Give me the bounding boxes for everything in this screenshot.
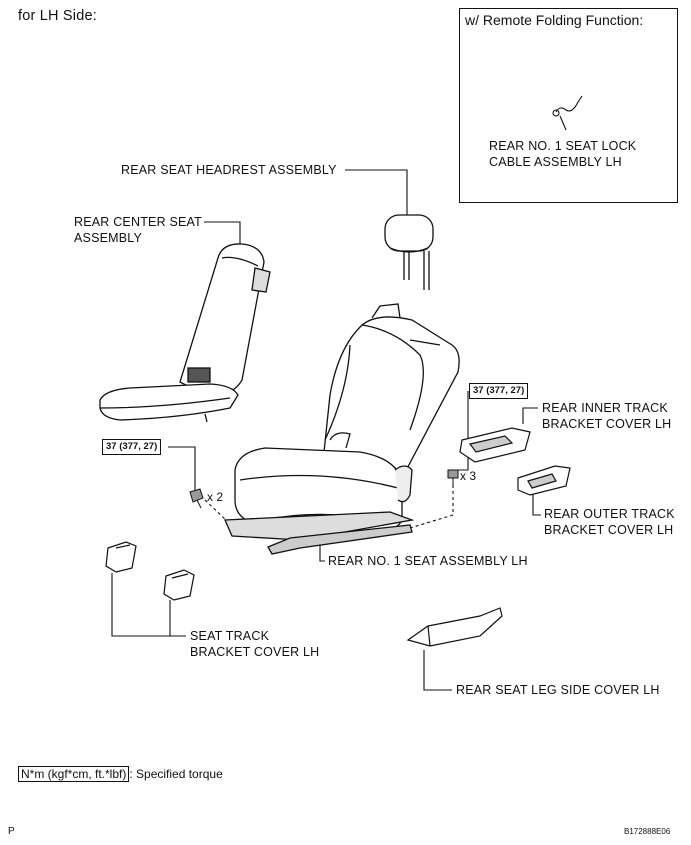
inner-cover-label-line1: REAR INNER TRACK bbox=[542, 401, 668, 415]
page-mark: P bbox=[8, 826, 15, 837]
leg-cover-leader bbox=[423, 650, 452, 691]
outer-cover-label-line1: REAR OUTER TRACK bbox=[544, 507, 675, 521]
track-cover-rear-drawing bbox=[163, 569, 195, 601]
leg-cover-label: REAR SEAT LEG SIDE COVER LH bbox=[456, 683, 660, 697]
lock-cable-label-line2: CABLE ASSEMBLY LH bbox=[489, 155, 622, 169]
torque-right-leader bbox=[458, 391, 469, 471]
torque-spec-left: 37 (377, 27) bbox=[102, 439, 162, 455]
headrest-leader bbox=[345, 169, 408, 215]
bolt-left-drawing bbox=[189, 488, 204, 509]
center-seat-drawing bbox=[99, 243, 271, 423]
seat-assembly-leader bbox=[319, 545, 325, 562]
inset-title: w/ Remote Folding Function: bbox=[465, 12, 644, 28]
track-cover-label-line2: BRACKET COVER LH bbox=[190, 645, 320, 659]
track-cover-label-line1: SEAT TRACK bbox=[190, 629, 270, 643]
outer-cover-label-line2: BRACKET COVER LH bbox=[544, 523, 674, 537]
track-cover-front-drawing bbox=[105, 541, 137, 573]
lock-cable-label-line1: REAR NO. 1 SEAT LOCK bbox=[489, 139, 637, 153]
bolt-count-left: x 2 bbox=[207, 490, 224, 504]
headrest-drawing bbox=[384, 214, 434, 290]
headrest-label: REAR SEAT HEADREST ASSEMBLY bbox=[121, 163, 337, 177]
bolt-left-dash bbox=[204, 499, 229, 523]
bolt-count-right: x 3 bbox=[460, 469, 477, 483]
seat-assembly-label: REAR NO. 1 SEAT ASSEMBLY LH bbox=[328, 554, 528, 568]
torque-left-leader bbox=[168, 446, 196, 490]
track-cover-leader bbox=[111, 573, 186, 637]
lock-cable-drawing bbox=[552, 95, 583, 131]
seat-assembly-drawing bbox=[224, 303, 460, 555]
center-seat-label-line2: ASSEMBLY bbox=[74, 231, 143, 245]
legend-text: : Specified torque bbox=[129, 767, 223, 781]
remote-folding-inset: w/ Remote Folding Function: REAR NO. 1 S… bbox=[459, 8, 678, 203]
side-heading: for LH Side: bbox=[18, 8, 97, 24]
torque-spec-right: 37 (377, 27) bbox=[469, 383, 529, 399]
bolt-right-dash bbox=[409, 485, 454, 529]
inner-cover-label-line2: BRACKET COVER LH bbox=[542, 417, 672, 431]
torque-legend: N*m (kgf*cm, ft.*lbf): Specified torque bbox=[18, 766, 223, 782]
outer-cover-drawing bbox=[517, 465, 571, 496]
inner-cover-leader bbox=[522, 407, 538, 424]
center-seat-label-line1: REAR CENTER SEAT bbox=[74, 215, 202, 229]
figure-code: B172888E06 bbox=[624, 827, 671, 836]
inner-cover-drawing bbox=[459, 427, 531, 463]
outer-cover-leader bbox=[532, 492, 541, 516]
bolt-right-drawing bbox=[447, 469, 459, 488]
legend-torque-unit: N*m (kgf*cm, ft.*lbf) bbox=[18, 766, 130, 782]
leg-cover-drawing bbox=[406, 607, 503, 647]
center-seat-leader bbox=[204, 221, 241, 247]
